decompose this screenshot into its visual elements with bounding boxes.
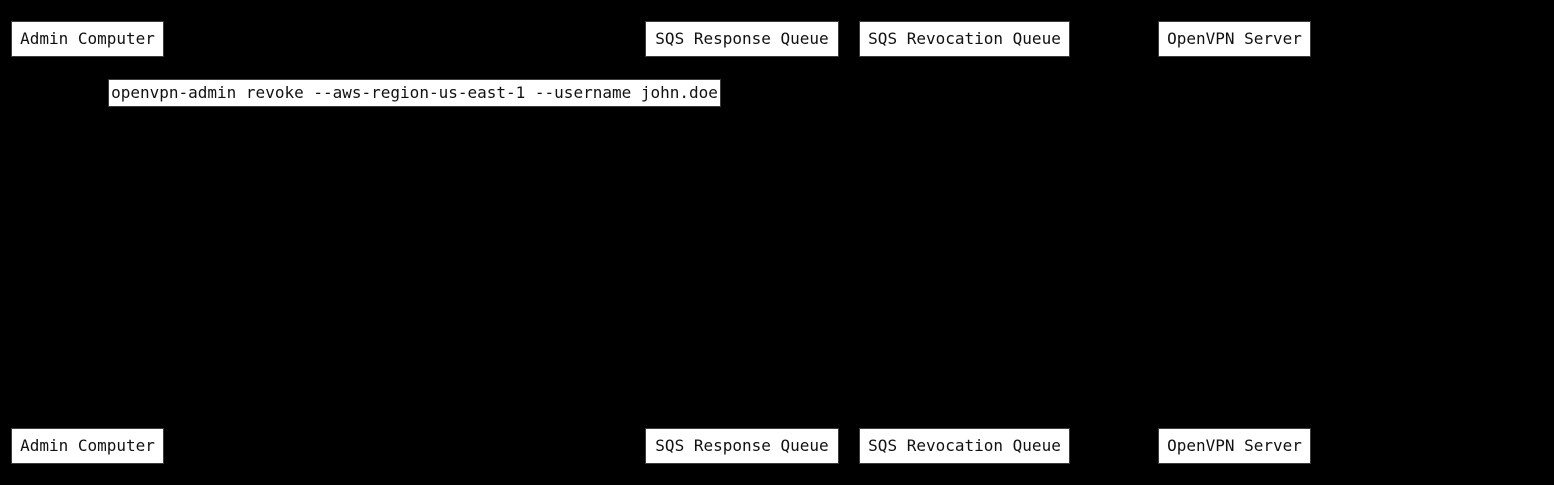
participant-box-sqs-response-queue-top: SQS Response Queue [645,21,839,57]
participant-box-sqs-revocation-queue-bottom: SQS Revocation Queue [859,428,1070,464]
participant-box-sqs-response-queue-bottom: SQS Response Queue [645,428,839,464]
participant-box-sqs-revocation-queue-top: SQS Revocation Queue [859,21,1070,57]
message-label-revoke-command: openvpn-admin revoke --aws-region-us-eas… [108,79,721,107]
participant-box-openvpn-server-top: OpenVPN Server [1158,21,1311,57]
participant-box-openvpn-server-bottom: OpenVPN Server [1158,428,1311,464]
participant-box-admin-computer-top: Admin Computer [11,21,164,57]
participant-box-admin-computer-bottom: Admin Computer [11,428,164,464]
